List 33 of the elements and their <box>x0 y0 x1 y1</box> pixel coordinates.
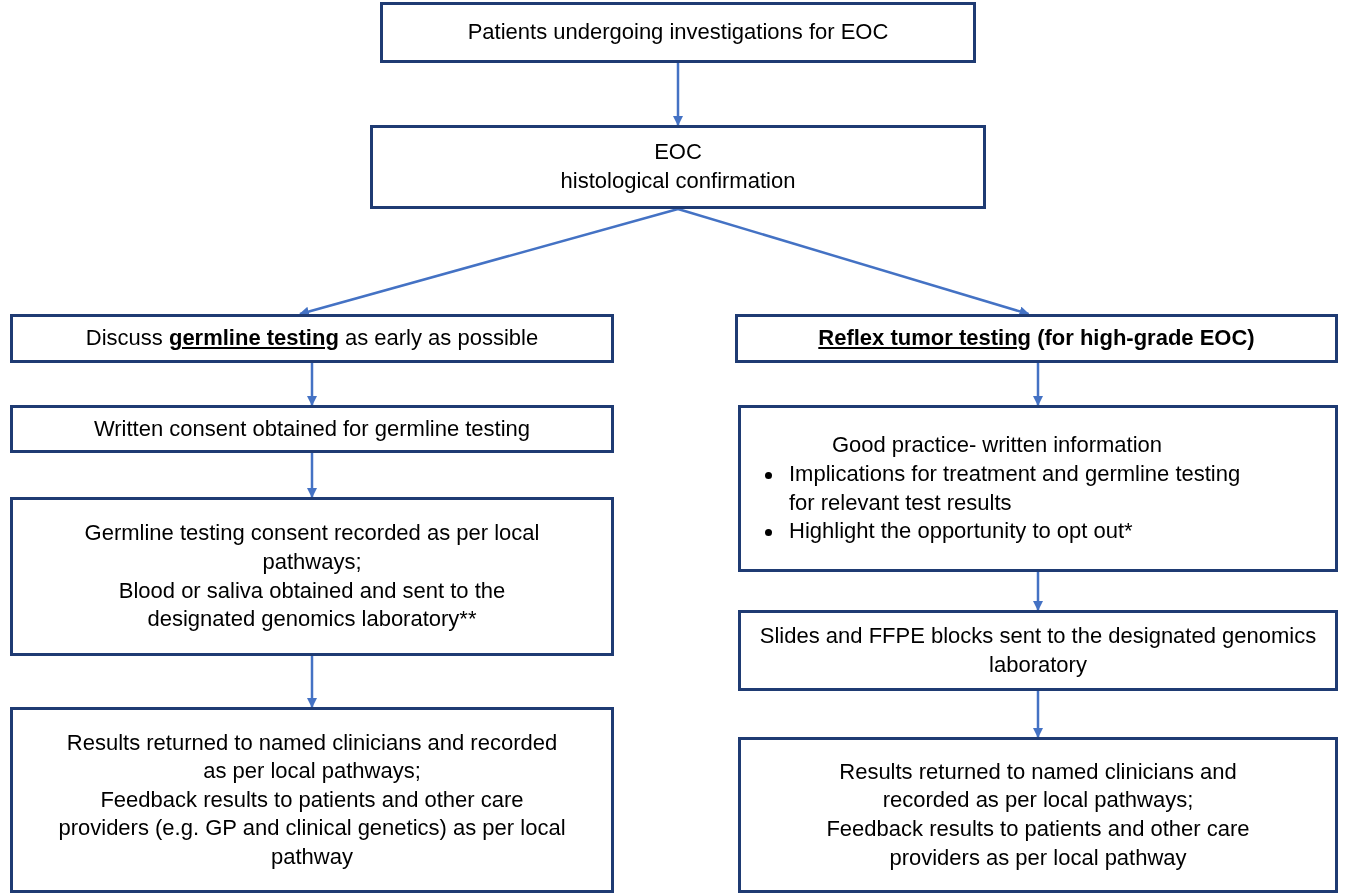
process-box <box>738 405 1338 572</box>
box-text: EOC <box>654 138 702 167</box>
box-text: Good practice- written information <box>830 431 1164 460</box>
process-box <box>10 405 614 453</box>
arrow <box>307 656 317 708</box>
box-text: Discuss germline testing as early as possible <box>85 324 539 353</box>
process-box <box>10 314 614 363</box>
arrow <box>673 63 683 126</box>
box-text: Feedback results to patients and other care providers (e.g. GP and clinical genetics) as per local pathway <box>57 785 567 871</box>
arrow <box>307 453 317 498</box>
process-box <box>10 707 614 893</box>
arrow <box>1033 572 1043 611</box>
process-box <box>738 737 1338 893</box>
box-text: Blood or saliva obtained and sent to the designated genomics laboratory** <box>117 576 507 634</box>
box-text: histological confirmation <box>560 167 796 195</box>
process-box <box>738 610 1338 691</box>
process-box <box>735 314 1338 363</box>
box-text: Reflex tumor testing (for high-grade EOC) <box>818 324 1255 353</box>
box-text: Germline testing consent recorded as per local pathways; <box>83 519 541 576</box>
box-text: Results returned to named clinicians and recorded as per local pathways; <box>65 728 559 786</box>
process-box <box>370 125 986 209</box>
bullet-item: Highlight the opportunity to opt out* <box>789 518 1133 544</box>
box-text: Written consent obtained for germline testing <box>93 414 531 443</box>
arrow <box>1033 363 1043 406</box>
box-text: Feedback results to patients and other care providers as per local pathway <box>825 815 1251 872</box>
box-text: Patients undergoing investigations for EOC <box>467 18 889 47</box>
box-text: Results returned to named clinicians and recorded as per local pathways; <box>838 757 1238 815</box>
process-box <box>380 2 976 63</box>
arrow <box>1033 691 1043 738</box>
box-text: Slides and FFPE blocks sent to the designated genomics laboratory <box>758 621 1318 679</box>
process-box <box>10 497 614 656</box>
bullet-item: Implications for treatment and germline testing for relevant test results <box>789 460 1241 515</box>
arrow <box>307 363 317 406</box>
